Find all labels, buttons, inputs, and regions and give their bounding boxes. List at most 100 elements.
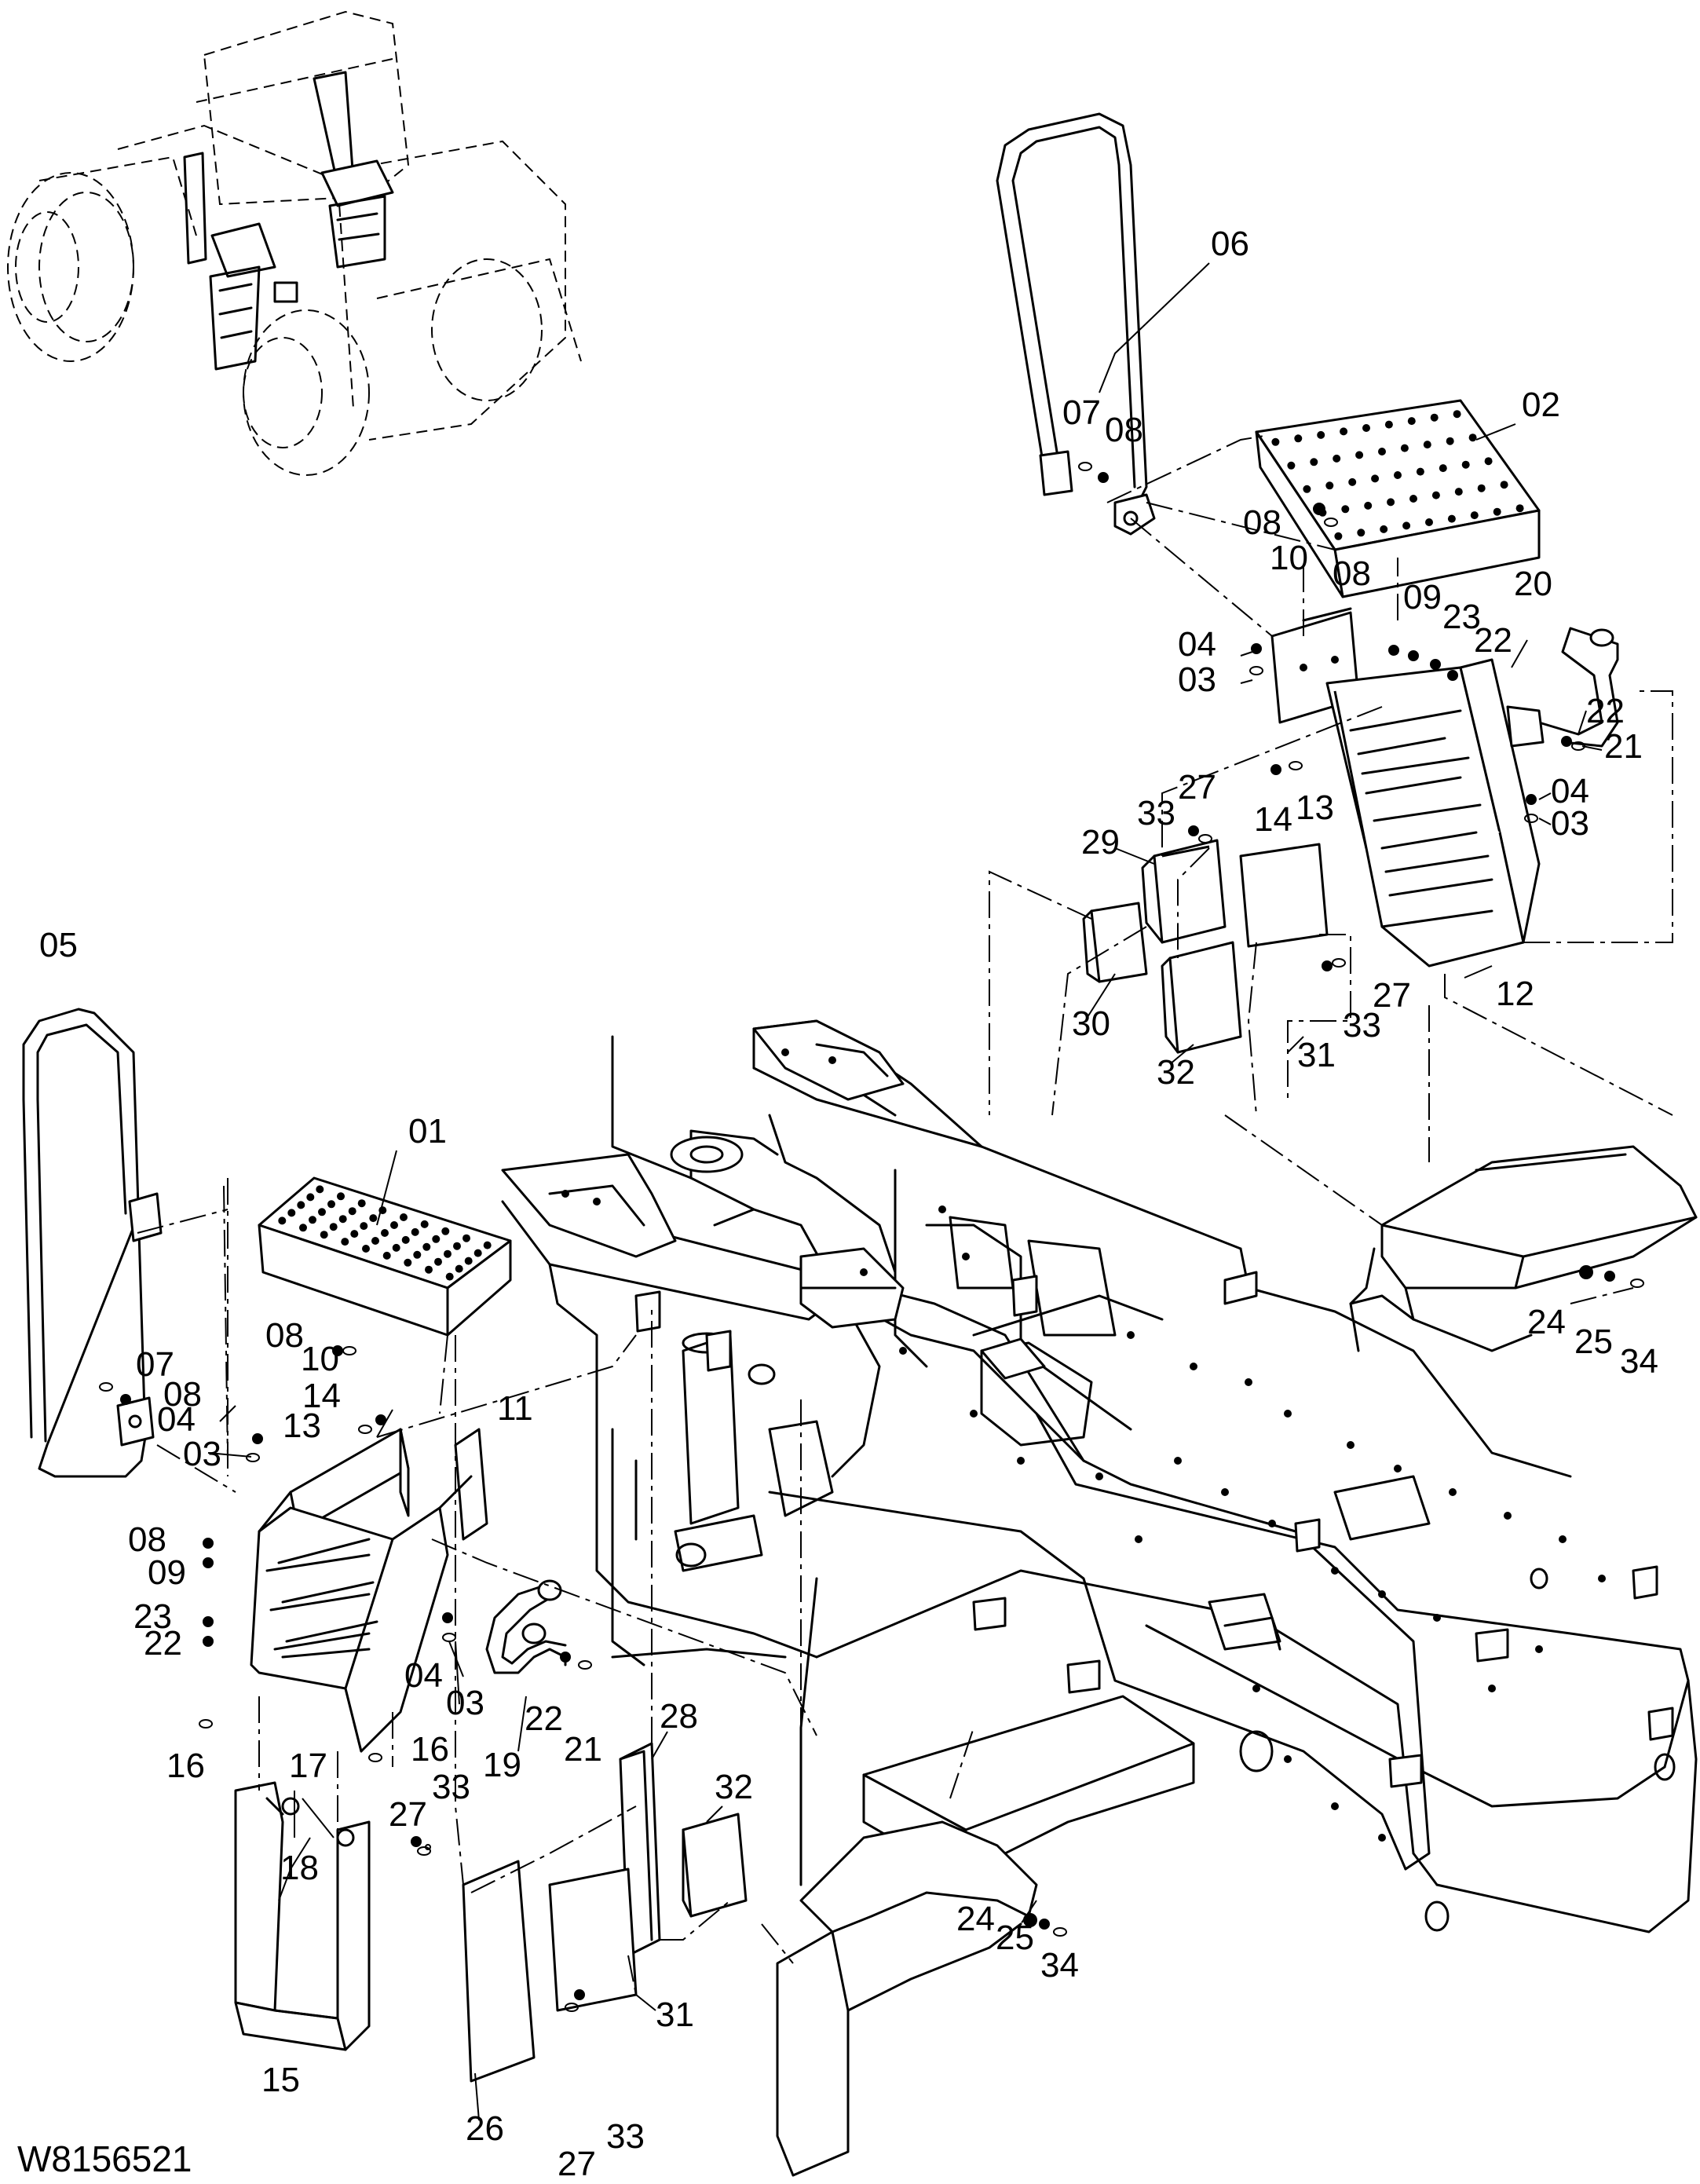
- perforation-hole: [1362, 424, 1370, 432]
- callout-07: 07: [136, 1345, 174, 1384]
- callout-05: 05: [39, 926, 78, 964]
- perforation-hole: [1447, 514, 1456, 523]
- callout-11: 11: [497, 1389, 533, 1428]
- perforation-hole: [1431, 491, 1440, 499]
- step-ladder-12: [1270, 607, 1541, 968]
- perforation-hole: [1407, 417, 1416, 426]
- callout-28: 28: [660, 1697, 698, 1736]
- perforation-hole: [401, 1235, 410, 1244]
- callout-20: 20: [1514, 565, 1552, 603]
- chassis-frame: [501, 1019, 1698, 1933]
- callout-23: 23: [1442, 598, 1481, 636]
- perforation-hole: [483, 1241, 492, 1249]
- perforation-hole: [1477, 484, 1486, 492]
- perforation-hole: [1317, 430, 1325, 439]
- perforation-hole: [1357, 529, 1365, 537]
- fenders: [776, 1145, 1698, 2177]
- callout-04: 04: [157, 1400, 196, 1439]
- callout-10: 10: [1270, 539, 1308, 577]
- perforation-hole: [1402, 521, 1411, 530]
- perforation-hole: [455, 1264, 463, 1273]
- callout-17: 17: [289, 1747, 327, 1785]
- perforation-hole: [360, 1222, 368, 1231]
- perforation-hole: [462, 1234, 470, 1242]
- drawing-number: W8156521: [17, 2138, 192, 2179]
- callout-09: 09: [1403, 578, 1442, 616]
- guard-15: [234, 1781, 371, 2051]
- callout-04: 04: [1178, 625, 1216, 664]
- perforation-hole: [422, 1242, 431, 1251]
- callout-23: 23: [133, 1597, 172, 1636]
- step-plate-02: [1255, 399, 1541, 598]
- callout-33: 33: [432, 1768, 470, 1806]
- callout-27: 27: [389, 1795, 427, 1834]
- perforation-hole: [357, 1199, 366, 1208]
- perforation-hole: [1400, 444, 1409, 452]
- perforation-hole: [1294, 434, 1303, 443]
- perforation-hole: [278, 1216, 287, 1225]
- perforation-hole: [309, 1216, 316, 1224]
- handrail-05: [22, 1008, 163, 1478]
- callout-16: 16: [166, 1747, 205, 1785]
- callout-31: 31: [656, 1996, 694, 2034]
- perforation-hole: [420, 1220, 429, 1228]
- callout-31: 31: [1297, 1036, 1336, 1074]
- perforation-hole: [348, 1207, 356, 1216]
- perforation-hole: [1387, 498, 1395, 507]
- callout-27: 27: [558, 2145, 596, 2183]
- callout-09: 09: [148, 1553, 186, 1592]
- machine-overview-sketch: [7, 10, 582, 476]
- perforation-hole: [299, 1224, 307, 1232]
- perforation-hole: [1500, 481, 1508, 489]
- callout-10: 10: [301, 1340, 339, 1378]
- perforation-hole: [1454, 488, 1463, 496]
- perforation-hole: [382, 1251, 391, 1260]
- callout-03: 03: [1551, 804, 1589, 843]
- handle-20: [1506, 627, 1619, 748]
- callout-01: 01: [408, 1112, 447, 1151]
- perforation-hole: [1430, 413, 1439, 422]
- perforation-hole: [338, 1215, 347, 1224]
- perforation-hole: [1470, 511, 1479, 520]
- callout-16: 16: [411, 1730, 449, 1769]
- perforation-hole: [350, 1230, 359, 1238]
- perforation-hole: [381, 1229, 389, 1237]
- perforation-hole: [1468, 434, 1477, 442]
- callout-24: 24: [1527, 1303, 1566, 1341]
- perforation-hole: [1416, 467, 1424, 476]
- perforation-hole: [329, 1223, 338, 1231]
- callout-34: 34: [1620, 1342, 1658, 1381]
- callout-21: 21: [1604, 727, 1643, 766]
- perforation-hole: [1423, 441, 1431, 449]
- perforation-hole: [1515, 504, 1524, 513]
- pads-lower: [462, 1742, 748, 2083]
- perforation-hole: [1340, 427, 1348, 436]
- callout-22: 22: [525, 1699, 563, 1738]
- callout-27: 27: [1373, 976, 1411, 1015]
- callout-07: 07: [1062, 393, 1101, 432]
- perforation-hole: [464, 1257, 473, 1265]
- callout-22: 22: [1474, 621, 1512, 660]
- perforation-hole: [1380, 525, 1388, 533]
- perforation-hole: [411, 1227, 419, 1236]
- perforation-hole: [1271, 437, 1280, 446]
- callout-03: 03: [1178, 660, 1216, 699]
- perforation-hole: [337, 1192, 345, 1201]
- callout-08: 08: [265, 1316, 304, 1355]
- perforation-hole: [445, 1272, 454, 1281]
- perforation-hole: [1378, 448, 1386, 455]
- perforation-hole: [1325, 481, 1334, 490]
- perforation-hole: [316, 1185, 324, 1194]
- callout-34: 34: [1040, 1946, 1079, 1985]
- callout-24: 24: [956, 1900, 995, 1938]
- pads-upper: [1082, 839, 1329, 1054]
- perforation-hole: [1394, 471, 1402, 479]
- callout-08: 08: [128, 1520, 166, 1559]
- perforation-hole: [1439, 464, 1447, 473]
- perforation-hole: [392, 1243, 400, 1252]
- perforation-hole: [473, 1249, 482, 1257]
- callout-21: 21: [564, 1730, 602, 1769]
- callout-12: 12: [1496, 975, 1534, 1013]
- perforation-hole: [400, 1213, 408, 1221]
